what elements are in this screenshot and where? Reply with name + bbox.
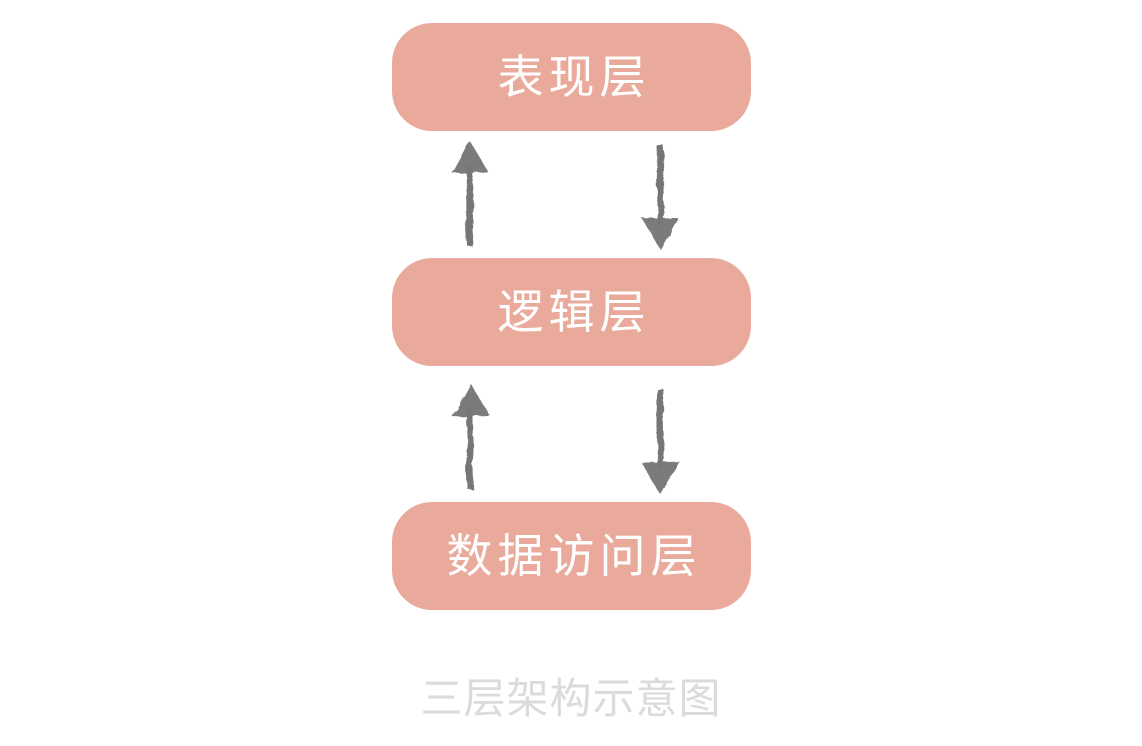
layer-label-data-access: 数据访问层 [446,529,702,583]
arrow-up-icon [452,140,489,247]
arrow-down-icon [641,388,680,495]
arrow-up-icon [452,383,490,490]
layer-label-presentation: 表现层 [497,50,651,104]
layer-box-data-access: 数据访问层 [392,502,751,610]
diagram-caption: 三层架构示意图 [420,674,722,723]
layer-box-logic: 逻辑层 [392,258,751,366]
layer-label-logic: 逻辑层 [497,285,651,339]
layer-box-presentation: 表现层 [392,23,751,131]
arrow-down-icon [641,144,679,251]
